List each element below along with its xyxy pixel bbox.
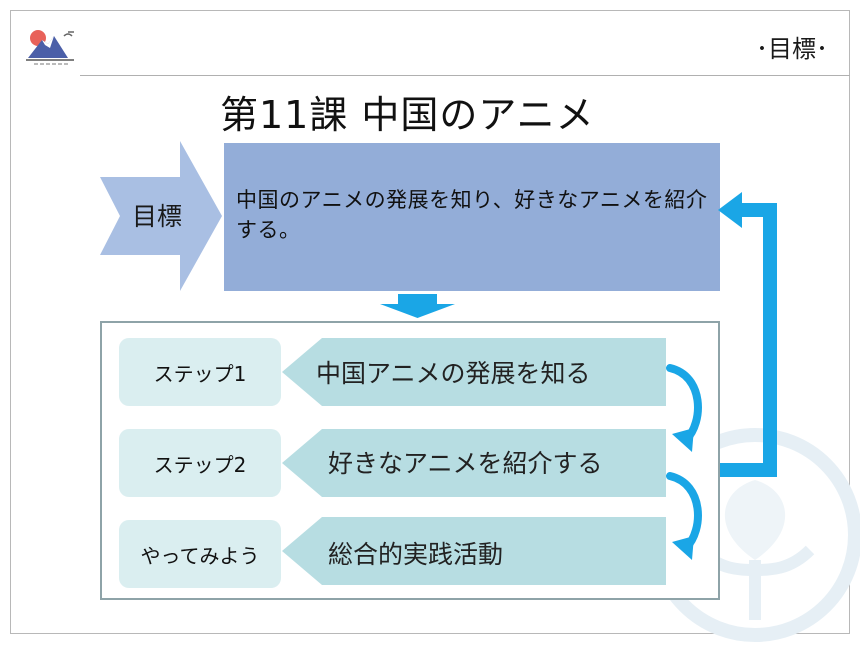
goal-box: 中国のアニメの発展を知り、好きなアニメを紹介する。: [224, 143, 720, 291]
curved-arrow-icon: [666, 364, 702, 452]
goal-chevron: [100, 141, 222, 291]
step-label-text: やってみよう: [140, 543, 260, 568]
step-label-2: ステップ2: [119, 429, 281, 497]
loop-arrow-icon: [718, 192, 777, 477]
mount-fuji-icon: [26, 30, 74, 65]
step-text-3: 総合的実践活動: [328, 540, 504, 569]
slide-frame: [10, 10, 850, 634]
step-arrow-1: [282, 338, 666, 406]
page-title: 第11課 中国のアニメ: [220, 93, 595, 137]
down-arrow-icon: [380, 294, 455, 318]
curved-arrow-icon: [666, 472, 702, 560]
step-text-2: 好きなアニメを紹介する: [328, 449, 603, 478]
header-rule: [80, 75, 850, 76]
goal-label: 目標: [132, 202, 183, 231]
step-arrow-3: [282, 517, 666, 585]
step-label-1: ステップ1: [119, 338, 281, 406]
header-goal-tag: ･目標･: [756, 35, 828, 63]
step-arrow-2: [282, 429, 666, 497]
step-label-text: ステップ1: [153, 361, 247, 386]
step-label-text: ステップ2: [153, 452, 247, 477]
goal-text: 中国のアニメの発展を知り、好きなアニメを紹介する。: [236, 188, 708, 242]
step-text-1: 中国アニメの発展を知る: [316, 359, 591, 388]
step-label-3: やってみよう: [119, 520, 281, 588]
